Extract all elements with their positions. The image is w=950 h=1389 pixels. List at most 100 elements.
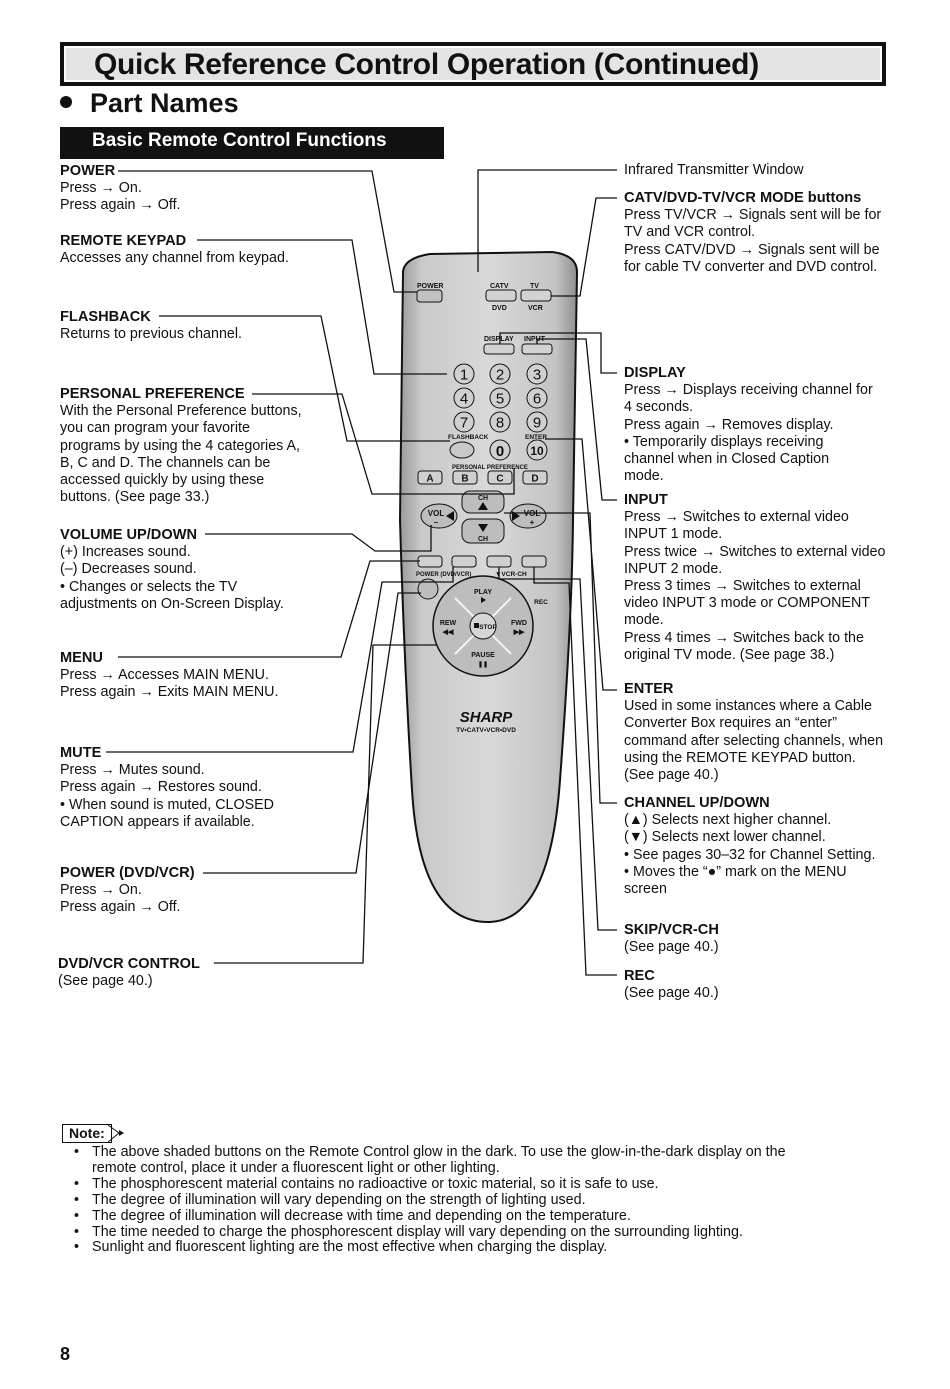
label-title: SKIP/VCR-CH (624, 922, 719, 938)
leader-remote-keypad (197, 239, 447, 375)
page-title-box: Quick Reference Control Operation (Conti… (60, 42, 886, 86)
label-skip-vcr-ch: SKIP/VCR-CH (See page 40.) (624, 922, 719, 956)
vol-minus-text: – (434, 518, 439, 527)
power-button (416, 289, 443, 303)
key-7 (453, 411, 475, 433)
bullet-icon (60, 95, 72, 108)
label-body: (See page 40.) (58, 973, 153, 990)
label-body: Returns to previous channel. (60, 326, 242, 343)
key-9-text: 9 (533, 415, 541, 432)
label-body: Used in some instances where a Cable Con… (624, 698, 884, 784)
label-channel: CHANNEL UP/DOWN (▲) Selects next higher … (624, 795, 875, 898)
label-title: CHANNEL UP/DOWN (624, 795, 770, 811)
display-text: DISPLAY (484, 336, 514, 343)
leader-personal-preference (252, 393, 515, 495)
label-title: ENTER (624, 681, 674, 697)
leader-power-dvd-vcr (203, 592, 421, 874)
stop-icon (474, 623, 479, 628)
play-text: PLAY (474, 589, 492, 596)
fwd-text: FWD (511, 620, 527, 627)
leader-mute (106, 567, 454, 753)
power-dvd-vcr-button (417, 578, 439, 600)
personal-preference-text: PERSONAL PREFERENCE (452, 465, 528, 471)
rew-text: REW (440, 620, 457, 627)
catv-text: CATV (490, 283, 509, 290)
pref-key-C (487, 470, 513, 485)
label-dvd-vcr-control: DVD/VCR CONTROL (See page 40.) (58, 956, 200, 990)
label-body: (See page 40.) (624, 985, 719, 1002)
label-title: POWER (60, 163, 116, 179)
key-5 (489, 387, 511, 409)
label-infrared-window: Infrared Transmitter Window (624, 162, 804, 179)
leader-input (536, 338, 617, 501)
label-body: Press → Switches to external video INPUT… (624, 509, 886, 663)
key-1-text: 1 (460, 367, 468, 384)
note-item: The above shaded buttons on the Remote C… (74, 1144, 834, 1177)
label-power-dvd-vcr: POWER (DVD/VCR) Press → On. Press again … (60, 865, 195, 917)
leader-power (118, 170, 417, 293)
play-icon (481, 597, 486, 603)
label-body: Press → On. Press again → Off. (60, 180, 181, 214)
leader-volume (205, 525, 432, 552)
flashback-button (449, 441, 475, 459)
dvd-text: DVD (492, 305, 507, 312)
label-body: With the Personal Preference buttons, yo… (60, 403, 302, 506)
mute-button (451, 555, 477, 568)
display-button (483, 343, 515, 355)
label-volume: VOLUME UP/DOWN (+) Increases sound. (–) … (60, 527, 284, 613)
label-title: REMOTE KEYPAD (60, 233, 187, 249)
fwd-icon: ▶▶ (513, 629, 525, 636)
brand-sub: TV•CATV•VCR•DVD (456, 727, 516, 734)
key-8-text: 8 (496, 415, 504, 432)
label-body: Press → Mutes sound. Press again → Resto… (60, 762, 274, 830)
leader-skip (498, 567, 617, 931)
pause-icon: ❚❚ (478, 661, 488, 668)
key-0 (489, 439, 511, 461)
ch-text-up: CH (478, 495, 488, 502)
leader-dvd-vcr-control (214, 644, 437, 964)
label-body: Press → Accesses MAIN MENU. Press again … (60, 667, 279, 701)
key-5-text: 5 (496, 391, 504, 408)
brand-logo: SHARP (460, 709, 514, 726)
note-label: Note: (62, 1124, 112, 1143)
key-3 (526, 363, 548, 385)
label-mode-buttons: CATV/DVD-TV/VCR MODE buttons Press TV/VC… (624, 190, 881, 276)
pref-key-D (522, 470, 548, 485)
leader-rec (533, 567, 617, 976)
pref-key-D-text: D (531, 474, 538, 485)
pause-text: PAUSE (471, 652, 495, 659)
note-item: The phosphorescent material contains no … (74, 1176, 834, 1193)
leader-menu (118, 560, 420, 658)
key-4-text: 4 (460, 391, 468, 408)
leader-flashback (159, 315, 450, 442)
key-0-text: 0 (496, 443, 504, 460)
pref-key-A (417, 470, 443, 485)
power-dvdvcr-text: POWER (DVD/VCR) (416, 572, 471, 578)
label-title: VOLUME UP/DOWN (60, 527, 198, 543)
key-2 (489, 363, 511, 385)
label-body: Press TV/VCR → Signals sent will be for … (624, 207, 882, 275)
note-item: Sunlight and fluorescent lighting are th… (74, 1240, 834, 1257)
vol-left-arrow-icon (446, 511, 454, 521)
enter-button (526, 439, 548, 461)
label-input: INPUT Press → Switches to external video… (624, 492, 885, 664)
section-heading: Basic Remote Control Functions (60, 127, 444, 159)
key-1 (453, 363, 475, 385)
tv-text: TV (530, 283, 539, 290)
rec-text: REC (534, 599, 548, 606)
leader-channel (504, 512, 617, 804)
key-3-text: 3 (533, 367, 541, 384)
catv-dvd-button (485, 289, 517, 302)
label-title: REC (624, 968, 655, 984)
enter-text: ENTER (525, 434, 547, 441)
label-personal-preference: PERSONAL PREFERENCE With the Personal Pr… (60, 386, 302, 506)
input-text: INPUT (524, 336, 546, 343)
label-body: (▲) Selects next higher channel. (▼) Sel… (624, 812, 876, 898)
ch-text-down: CH (478, 536, 488, 543)
label-rec: REC (See page 40.) (624, 968, 719, 1002)
label-menu: MENU Press → Accesses MAIN MENU. Press a… (60, 650, 278, 702)
label-title: CATV/DVD-TV/VCR MODE buttons (624, 190, 862, 206)
label-body: Infrared Transmitter Window (624, 162, 804, 178)
